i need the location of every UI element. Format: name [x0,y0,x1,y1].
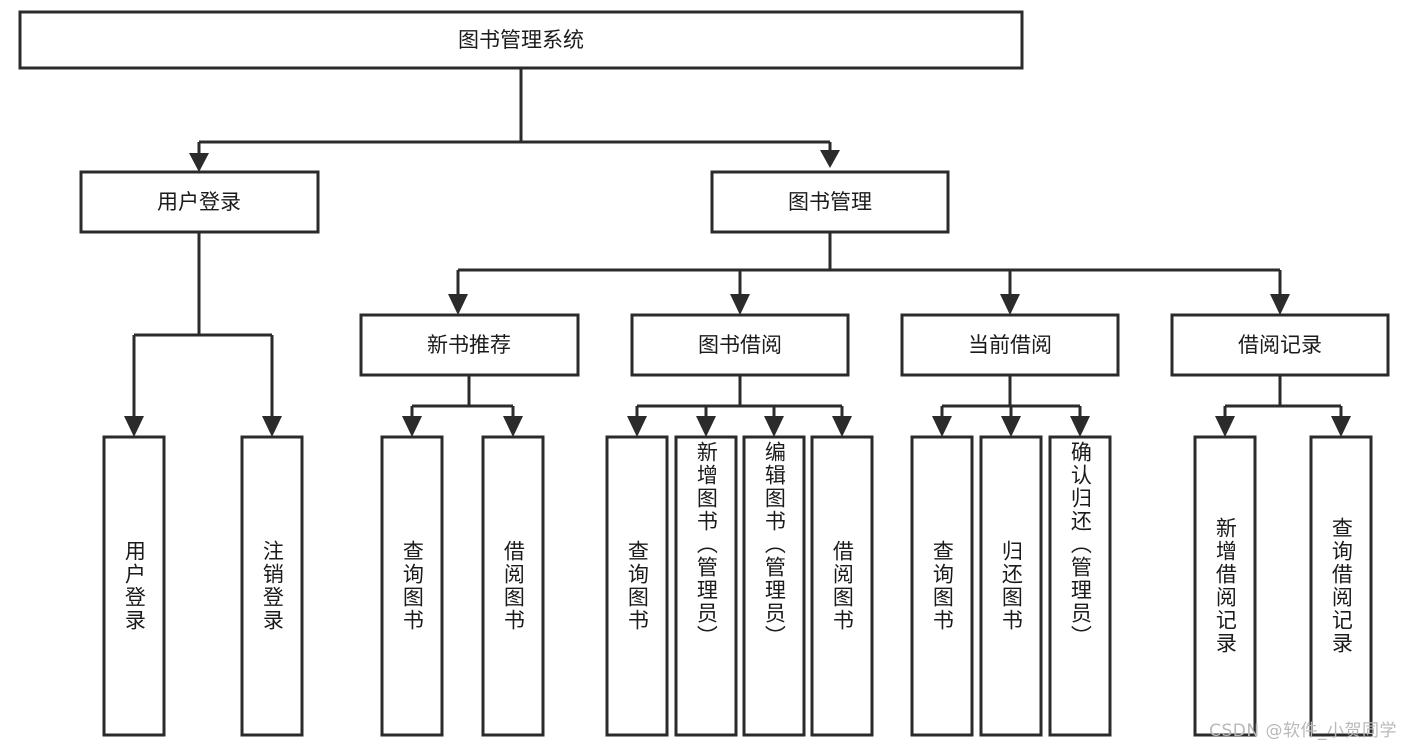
arrowhead-book-borrow [730,294,750,315]
connector-group-book-manage [448,232,1290,315]
connector-group-current-borrow [932,375,1090,437]
arrowhead-user-login [189,153,209,172]
node-borrow-record-label: 借阅记录 [1238,333,1322,357]
leaf-borrow-book-1-box[interactable] [481,435,545,737]
connector-group-root [189,68,840,172]
arrowhead-leaf-query-book-1 [402,416,422,437]
leaf-add-record-box[interactable] [1193,435,1257,737]
leaf-borrow-book-2-box[interactable] [810,435,874,737]
node-user-login-label: 用户登录 [157,190,241,214]
node-book-manage[interactable]: 图书管理 [710,170,950,234]
node-new-book-recommend[interactable]: 新书推荐 [359,313,580,377]
arrowhead-leaf-add-record [1215,416,1235,437]
leaf-edit-book-box[interactable] [742,435,806,737]
leaf-query-book-1-box[interactable] [380,435,444,737]
leaf-user-login-box[interactable] [102,435,166,737]
leaf-query-book-2-box[interactable] [605,435,669,737]
leaf-confirm-return-box[interactable] [1048,435,1112,737]
node-user-login-box[interactable] [79,170,320,234]
node-root-box[interactable] [18,10,1024,70]
arrowhead-leaf-query-book-3 [932,416,952,437]
node-current-borrow[interactable]: 当前借阅 [900,313,1120,377]
arrowhead-leaf-borrow-book-1 [503,416,523,437]
node-borrow-record-box[interactable] [1170,313,1390,377]
arrowhead-leaf-borrow-book-2 [832,416,852,437]
connector-group-book-borrow [627,375,852,437]
leaf-return-book-box[interactable] [979,435,1043,737]
connector-group-user-login [124,232,282,437]
node-current-borrow-label: 当前借阅 [968,333,1052,357]
arrowhead-borrow-record [1270,294,1290,315]
node-new-book-recommend-box[interactable] [359,313,580,377]
leaf-query-record-box[interactable] [1309,435,1373,737]
arrowhead-leaf-query-record [1331,416,1351,437]
node-root-label: 图书管理系统 [458,28,584,52]
arrowhead-leaf-edit-book [764,416,784,437]
node-book-borrow[interactable]: 图书借阅 [630,313,850,377]
node-new-book-recommend-label: 新书推荐 [427,333,511,357]
node-root[interactable]: 图书管理系统 [18,10,1024,70]
node-user-login[interactable]: 用户登录 [79,170,320,234]
arrowhead-book-manage [820,150,840,168]
node-borrow-record[interactable]: 借阅记录 [1170,313,1390,377]
arrowhead-current-borrow [1000,294,1020,315]
node-book-manage-box[interactable] [710,170,950,234]
csdn-watermark: CSDN @软件_小贺同学 [1209,721,1397,741]
connector-group-new-book-recommend [402,375,523,437]
arrowhead-leaf-logout [262,416,282,437]
node-book-borrow-box[interactable] [630,313,850,377]
arrowhead-leaf-user-login [124,416,144,437]
arrowhead-leaf-confirm-return [1070,416,1090,437]
arrowhead-leaf-query-book-2 [627,416,647,437]
leaf-add-book-box[interactable] [674,435,738,737]
node-book-manage-label: 图书管理 [788,190,872,214]
arrowhead-leaf-add-book [696,416,716,437]
node-current-borrow-box[interactable] [900,313,1120,377]
leaf-boxes [102,435,1373,737]
leaf-logout-box[interactable] [240,435,304,737]
arrowhead-leaf-return-book [1001,416,1021,437]
connector-group-borrow-record [1215,375,1351,437]
arrowhead-new-book-recommend [448,294,468,315]
leaf-query-book-3-box[interactable] [910,435,974,737]
node-book-borrow-label: 图书借阅 [698,333,782,357]
